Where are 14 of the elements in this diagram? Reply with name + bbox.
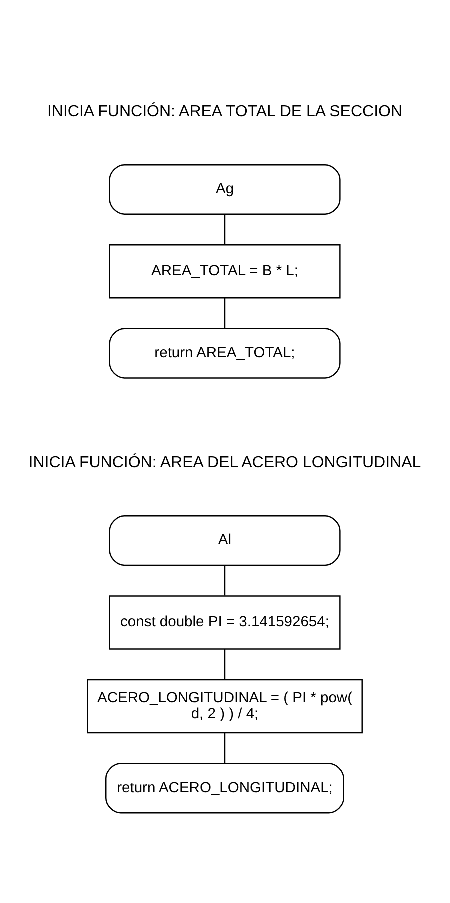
label: INICIA FUNCIÓN: AREA TOTAL DE LA SECCION: [47, 103, 403, 120]
node-box: Al: [109, 516, 341, 566]
node-box: Ag: [109, 164, 341, 215]
node-box: ACERO_LONGITUDINAL = ( PI * pow( d, 2 ) ) / 4;: [87, 679, 363, 734]
node-box: return ACERO_LONGITUDINAL;: [106, 763, 344, 814]
connector: [224, 733, 226, 764]
connector: [224, 565, 226, 596]
node-box: AREA_TOTAL = B * L;: [109, 244, 341, 299]
connector: [224, 298, 226, 328]
label: INICIA FUNCIÓN: AREA DEL ACERO LONGITUDINAL: [28, 454, 422, 472]
connector: [224, 649, 226, 680]
node-box: return AREA_TOTAL;: [109, 328, 341, 379]
node-box: const double PI = 3.141592654;: [109, 596, 341, 650]
connector: [224, 214, 226, 245]
